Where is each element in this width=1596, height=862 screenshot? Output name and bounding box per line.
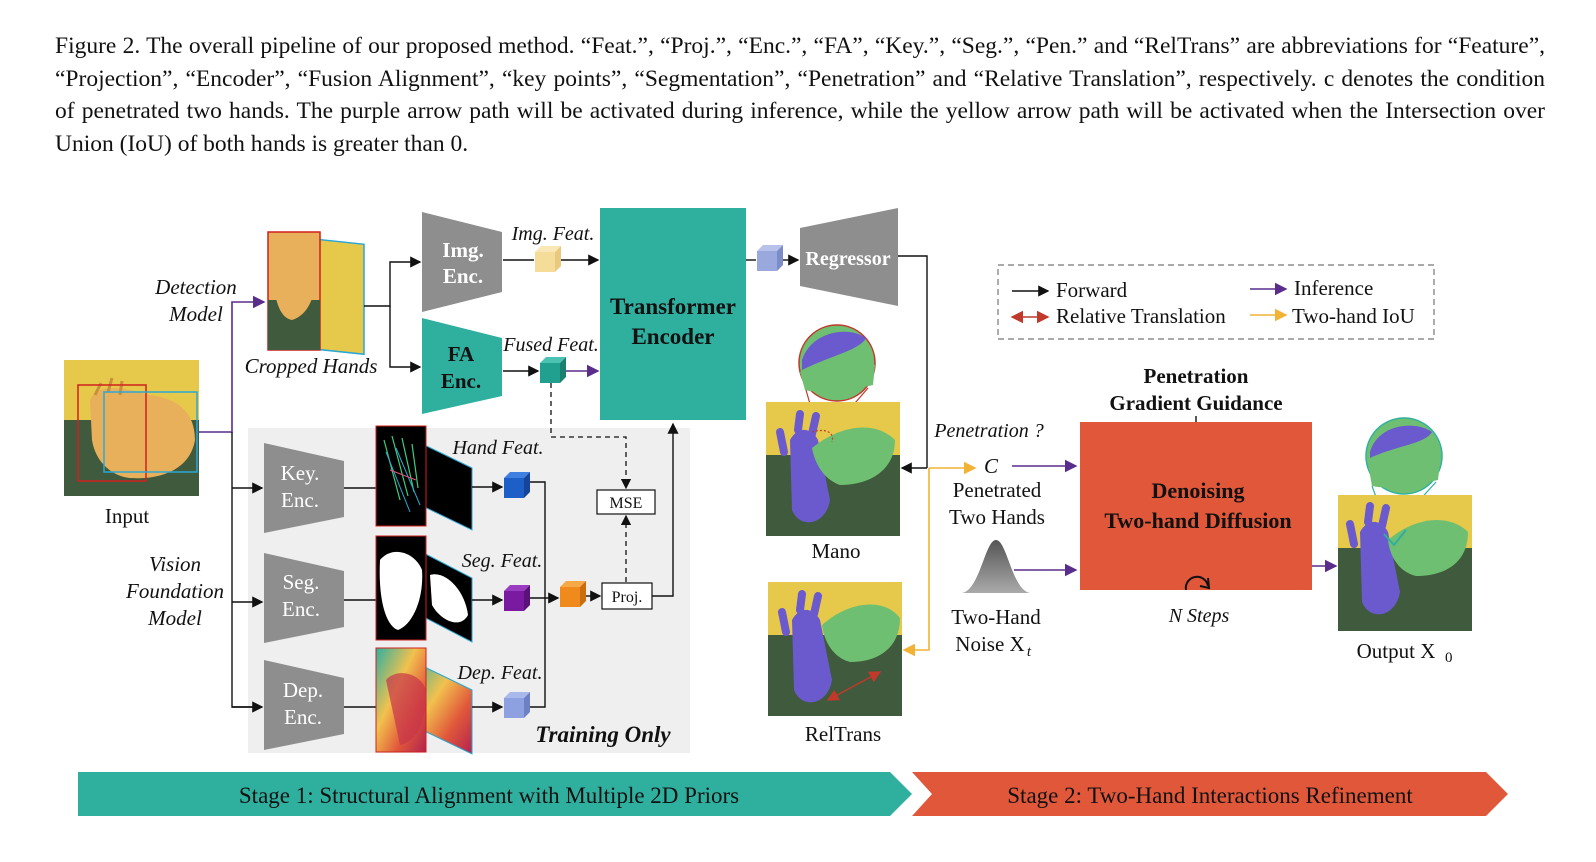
noise-label-2: Noise X <box>955 632 1024 656</box>
reltrans-image <box>768 582 902 716</box>
dep-enc-label-2: Enc. <box>284 705 322 729</box>
arrow-crop-to-fa-enc <box>389 306 422 373</box>
n-steps-label: N Steps <box>1168 605 1230 627</box>
img-feat-label: Img. Feat. <box>511 223 595 245</box>
key-enc-label-1: Key. <box>281 461 320 485</box>
dep-feat-label: Dep. Feat. <box>457 662 543 684</box>
seg-enc-label-2: Enc. <box>282 597 320 621</box>
fa-encoder-block <box>422 318 502 414</box>
merge-feature-line <box>530 481 546 708</box>
fused-feat-cube <box>540 357 566 383</box>
output-image <box>1338 495 1472 631</box>
legend-relative-translation: Relative Translation <box>1056 304 1226 328</box>
dep-enc-label-1: Dep. <box>283 678 323 702</box>
hand-feat-cube <box>504 472 530 498</box>
penetration-question: Penetration ? <box>933 420 1043 442</box>
regressor-input-cube <box>757 245 783 271</box>
seg-feat-label: Seg. Feat. <box>462 550 543 572</box>
penetrated-label-2: Two Hands <box>949 505 1045 529</box>
seg-enc-label-1: Seg. <box>283 570 320 594</box>
seg-feat-cube <box>504 585 530 611</box>
mano-label: Mano <box>812 539 861 563</box>
vfm-label-1: Vision <box>149 552 201 576</box>
transformer-encoder-block <box>600 208 746 420</box>
denoising-diffusion-block <box>1080 422 1312 590</box>
transformer-label-2: Encoder <box>631 324 714 349</box>
legend-two-hand-iou: Two-hand IoU <box>1292 304 1415 328</box>
dep-encoder-block <box>264 660 344 750</box>
img-enc-label-2: Enc. <box>443 264 483 288</box>
cropped-hands-image <box>267 231 365 356</box>
arrow-iou-to-reltrans <box>902 468 930 657</box>
vfm-label-2: Foundation <box>125 579 224 603</box>
segmentation-maps <box>375 535 473 643</box>
mano-image <box>766 402 900 536</box>
fa-enc-label-2: Enc. <box>441 369 481 393</box>
legend-inference: Inference <box>1294 276 1373 300</box>
hand-feat-label: Hand Feat. <box>451 437 543 459</box>
key-encoder-block <box>264 443 344 533</box>
noise-subscript: t <box>1027 644 1032 660</box>
stage2-label: Stage 2: Two-Hand Interactions Refinemen… <box>1007 783 1413 808</box>
arrow-input-to-crop <box>199 295 266 433</box>
legend-forward: Forward <box>1056 278 1128 302</box>
figure-caption: Figure 2. The overall pipeline of our pr… <box>55 33 1545 157</box>
regressor-block <box>800 208 898 306</box>
mse-box <box>596 489 656 515</box>
fused-feat-label: Fused Feat. <box>502 334 599 356</box>
denoising-label-2: Two-hand Diffusion <box>1104 508 1291 533</box>
seg-encoder-block <box>264 553 344 643</box>
stage2-banner <box>912 772 1508 816</box>
penetrated-label-1: Penetrated <box>953 478 1042 502</box>
transformer-label-1: Transformer <box>610 294 736 319</box>
pen-guidance-label-2: Gradient Guidance <box>1109 391 1282 415</box>
reltrans-label: RelTrans <box>805 722 881 746</box>
denoising-label-1: Denoising <box>1152 478 1245 503</box>
regressor-label: Regressor <box>805 248 890 270</box>
mse-label: MSE <box>610 495 643 512</box>
img-enc-label-1: Img. <box>442 238 483 262</box>
detection-model-label-1: Detection <box>154 275 237 299</box>
detection-model-label-2: Model <box>168 302 223 326</box>
fa-enc-label-1: FA <box>448 342 475 366</box>
output-label: Output X <box>1357 639 1436 663</box>
gaussian-noise-shape <box>962 540 1030 593</box>
mano-zoom-circle <box>798 324 876 433</box>
cropped-hands-label: Cropped Hands <box>245 354 378 378</box>
img-feat-cube <box>535 246 561 272</box>
vfm-label-3: Model <box>147 606 202 630</box>
stage1-label: Stage 1: Structural Alignment with Multi… <box>239 783 739 808</box>
refresh-loop-icon <box>1184 575 1211 591</box>
input-image <box>64 360 199 496</box>
pen-guidance-label-1: Penetration <box>1144 364 1249 388</box>
img-encoder-block <box>422 212 502 312</box>
key-enc-label-2: Enc. <box>281 488 319 512</box>
legend-box <box>997 264 1435 340</box>
condition-symbol: C <box>984 454 999 478</box>
output-subscript: 0 <box>1445 650 1453 666</box>
input-label: Input <box>105 504 149 528</box>
keypoint-maps <box>375 425 473 531</box>
training-only-label: Training Only <box>535 722 671 747</box>
merged-feat-cube <box>560 581 586 607</box>
proj-label: Proj. <box>612 589 643 606</box>
dashed-fused-to-mse <box>550 383 632 490</box>
noise-label-1: Two-Hand <box>951 605 1041 629</box>
stage1-banner <box>78 772 912 816</box>
arrow-crop-to-img-enc <box>364 256 422 307</box>
depth-maps <box>375 647 473 755</box>
output-zoom-circle <box>1365 417 1443 525</box>
dep-feat-cube <box>504 692 530 718</box>
line-regressor-down <box>898 255 928 468</box>
arrow-proj-to-transformer <box>652 422 679 597</box>
